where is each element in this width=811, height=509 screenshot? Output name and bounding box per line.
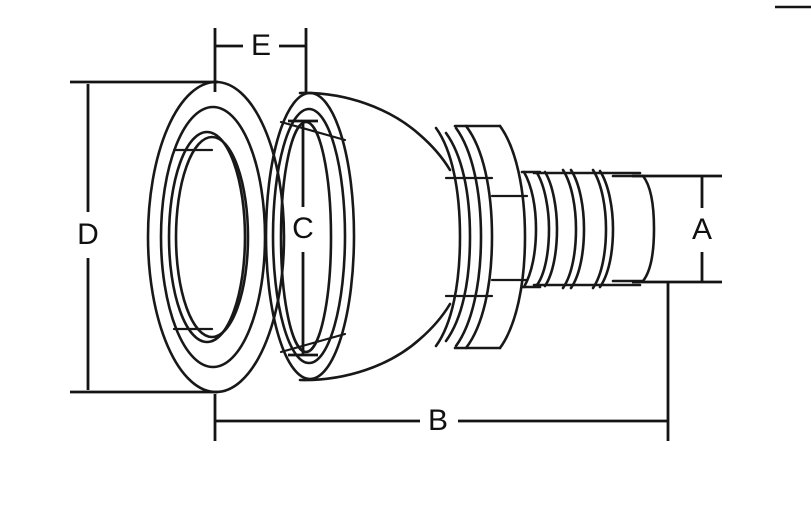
dimension-b: B <box>213 283 670 441</box>
nut-right-arc <box>498 124 527 350</box>
barb-root-arc <box>522 170 538 289</box>
dimension-e-label: E <box>251 29 271 62</box>
rib-3 <box>464 124 494 350</box>
collar-bottom-chord <box>279 332 347 354</box>
collar-top-chord <box>279 120 347 142</box>
dimension-e: E <box>213 28 308 92</box>
collar-rim-ellipse <box>271 107 347 365</box>
dimension-c: C <box>288 119 318 357</box>
dimension-d-label: D <box>77 218 99 251</box>
dimension-a: A <box>632 174 722 284</box>
barb-tip-end-arc <box>641 174 656 283</box>
barb-ring-2 <box>561 168 578 290</box>
barb-ring-1 <box>535 171 551 287</box>
barb-ring-2b <box>569 168 586 290</box>
dimension-b-label: B <box>428 404 448 437</box>
dimension-c-label: C <box>292 212 314 245</box>
body-shoulder-arc <box>434 126 462 348</box>
dimension-d: D <box>70 80 218 394</box>
flange-bore-outer-ellipse <box>167 130 247 344</box>
rib-1 <box>444 131 472 343</box>
body-taper-bottom <box>298 302 452 382</box>
barb-ring-3 <box>591 168 608 290</box>
barb-ring-3b <box>598 169 615 289</box>
rib-2 <box>454 126 483 348</box>
body-taper-top <box>298 91 452 172</box>
dimension-a-label: A <box>692 213 712 246</box>
barb-ring-1b <box>543 170 559 288</box>
flange-bore-inner-ellipse <box>174 135 250 339</box>
part-geometry <box>146 80 656 394</box>
